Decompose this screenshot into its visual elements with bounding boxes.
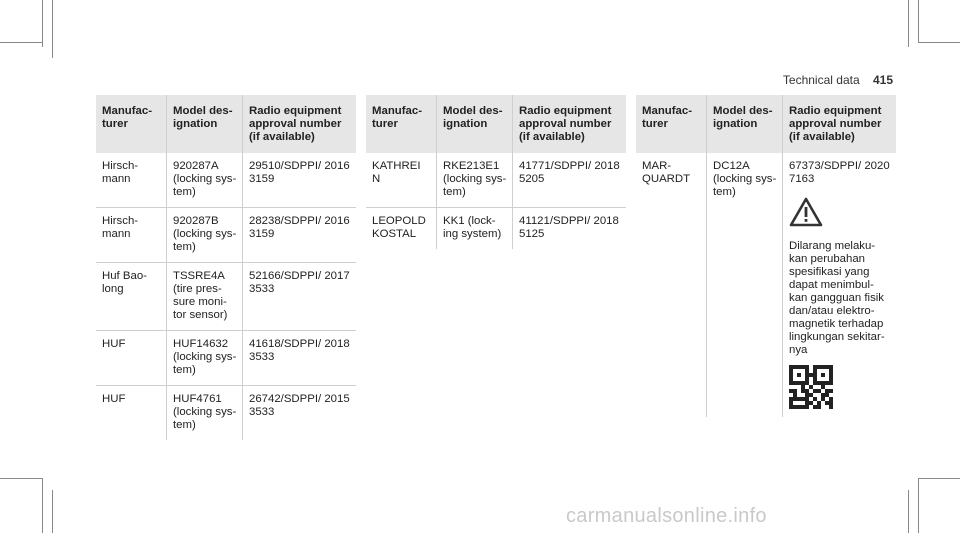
header-manufacturer: Manufac- turer	[372, 105, 422, 130]
crop-mark	[42, 478, 43, 533]
table-row: HUF HUF4761 (locking sys- tem) 26742/SDP…	[96, 386, 356, 440]
header-radio-approval: Radio equipment approval number (if avai…	[242, 95, 356, 153]
model-cell: RKE213E1 (locking sys- tem)	[436, 153, 512, 207]
radio-number-cell: 41771/SDPPI/ 2018 5205	[512, 153, 626, 207]
header-model: Model des- ignation	[436, 95, 512, 153]
table-row: Hirsch- mann 920287B (locking sys- tem) …	[96, 208, 356, 263]
model-cell: KK1 (lock- ing system)	[436, 208, 512, 249]
table-row: Huf Bao- long TSSRE4A (tire pres- sure m…	[96, 263, 356, 331]
table-header: Manufac- turer Model des- ignation Radio…	[366, 95, 626, 153]
crop-mark	[52, 0, 53, 58]
model-cell: HUF14632 (locking sys- tem)	[166, 331, 242, 385]
radio-number-cell: 28238/SDPPI/ 2016 3159	[242, 208, 356, 262]
table-header: Manufac- turer Model des- ignation Radio…	[96, 95, 356, 153]
header-radio-approval: Radio equipment approval number (if avai…	[782, 95, 896, 153]
crop-mark	[42, 0, 43, 47]
crop-mark	[918, 478, 960, 479]
radio-number-cell: 67373/SDPPI/ 2020 7163 Dilarang melaku- …	[782, 153, 896, 417]
radio-approval-table-2: Manufac- turer Model des- ignation Radio…	[366, 95, 626, 249]
crop-mark	[0, 478, 42, 479]
model-cell: 920287B (locking sys- tem)	[166, 208, 242, 262]
header-model: Model des- ignation	[706, 95, 782, 153]
radio-number-text: 67373/SDPPI/ 2020 7163	[789, 160, 890, 185]
model-cell: DC12A (locking sys- tem)	[706, 153, 782, 417]
model-cell: HUF4761 (locking sys- tem)	[166, 386, 242, 440]
radio-number-cell: 29510/SDPPI/ 2016 3159	[242, 153, 356, 207]
manufacturer-cell: LEOPOLD KOSTAL	[372, 215, 426, 240]
page-number: 415	[872, 73, 893, 87]
crop-mark	[918, 478, 919, 533]
header-manufacturer: Manufac- turer	[102, 105, 152, 130]
manufacturer-cell: KATHREI N	[372, 160, 421, 185]
crop-mark	[908, 490, 909, 533]
warning-triangle-icon	[789, 197, 823, 227]
model-cell: 920287A (locking sys- tem)	[166, 153, 242, 207]
crop-mark	[908, 0, 909, 47]
section-title: Technical data	[782, 73, 860, 87]
crop-mark	[52, 490, 53, 533]
radio-number-cell: 41121/SDPPI/ 2018 5125	[512, 208, 626, 249]
crop-mark	[918, 42, 960, 43]
manufacturer-cell: HUF	[102, 338, 126, 350]
qr-code-icon	[789, 365, 833, 409]
table-row: HUF HUF14632 (locking sys- tem) 41618/SD…	[96, 331, 356, 386]
crop-mark	[0, 42, 42, 43]
manufacturer-cell: MAR- QUARDT	[642, 160, 691, 185]
manufacturer-cell: Huf Bao- long	[102, 270, 147, 295]
table-row: Hirsch- mann 920287A (locking sys- tem) …	[96, 153, 356, 208]
warning-note: Dilarang melaku- kan perubahan spesifika…	[789, 240, 885, 356]
radio-approval-table-1: Manufac- turer Model des- ignation Radio…	[96, 95, 356, 440]
radio-number-cell: 41618/SDPPI/ 2018 3533	[242, 331, 356, 385]
header-manufacturer: Manufac- turer	[642, 105, 692, 130]
manufacturer-cell: Hirsch- mann	[102, 160, 139, 185]
crop-mark	[918, 0, 919, 42]
header-model: Model des- ignation	[166, 95, 242, 153]
page-header: Technical data 415	[783, 73, 893, 87]
radio-number-cell: 26742/SDPPI/ 2015 3533	[242, 386, 356, 440]
model-cell: TSSRE4A (tire pres- sure moni- tor senso…	[166, 263, 242, 330]
table-header: Manufac- turer Model des- ignation Radio…	[636, 95, 896, 153]
header-radio-approval: Radio equipment approval number (if avai…	[512, 95, 626, 153]
watermark: carmanualsonline.info	[566, 505, 767, 527]
table-row: LEOPOLD KOSTAL KK1 (lock- ing system) 41…	[366, 208, 626, 249]
manufacturer-cell: HUF	[102, 393, 126, 405]
radio-approval-table-3: Manufac- turer Model des- ignation Radio…	[636, 95, 896, 417]
radio-number-cell: 52166/SDPPI/ 2017 3533	[242, 263, 356, 330]
manufacturer-cell: Hirsch- mann	[102, 215, 139, 240]
table-row: MAR- QUARDT DC12A (locking sys- tem) 673…	[636, 153, 896, 417]
table-row: KATHREI N RKE213E1 (locking sys- tem) 41…	[366, 153, 626, 208]
